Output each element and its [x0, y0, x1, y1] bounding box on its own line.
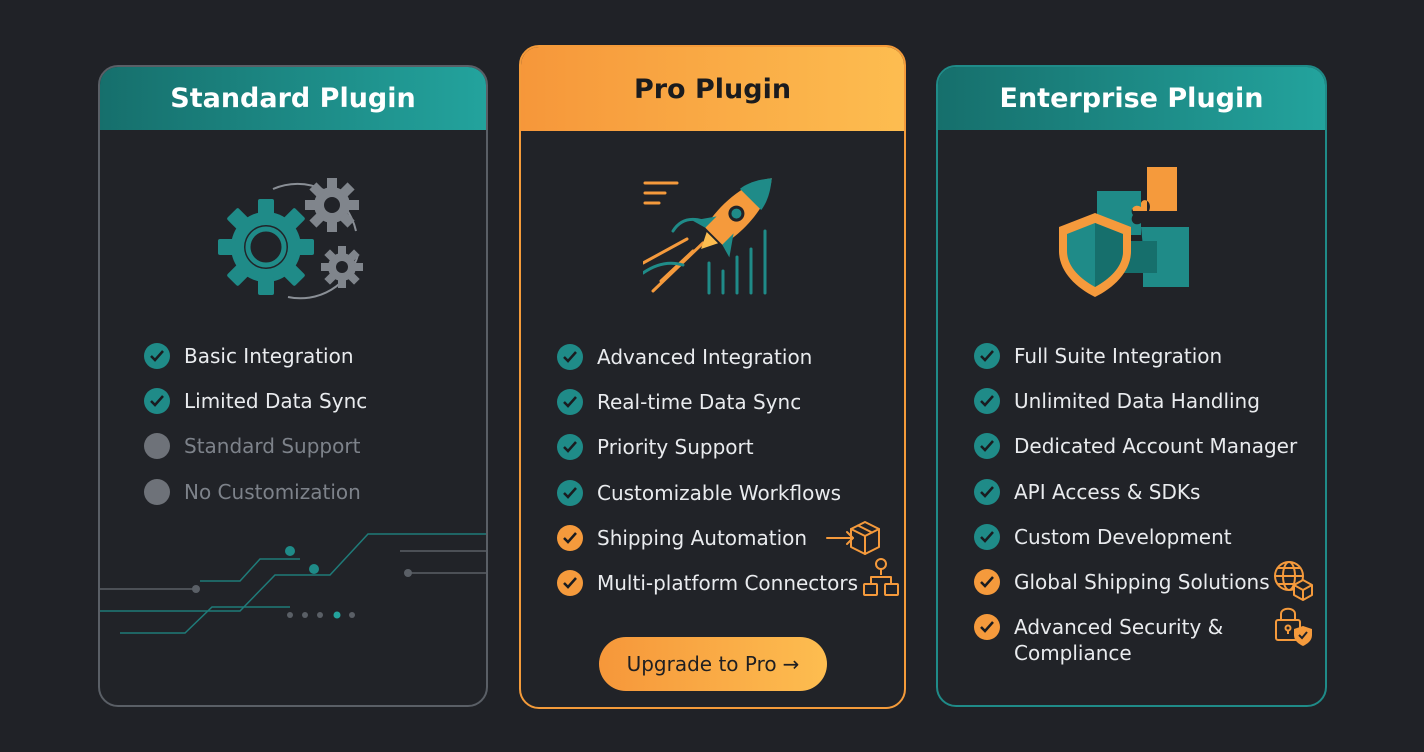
feature-item: Custom Development — [974, 523, 1309, 569]
upgrade-to-pro-button[interactable]: Upgrade to Pro → — [599, 637, 827, 691]
upgrade-button-label: Upgrade to Pro — [626, 652, 777, 676]
check-icon — [974, 388, 1000, 415]
feature-label: Global Shipping Solutions — [1014, 569, 1270, 594]
check-icon — [557, 434, 583, 461]
rocket-icon — [521, 163, 904, 303]
feature-item: Shipping Automation — [557, 520, 888, 570]
globe-package-icon — [1274, 560, 1313, 601]
standard-plan-title: Standard Plugin — [100, 67, 486, 130]
feature-item: Limited Data Sync — [144, 388, 470, 433]
lock-shield-icon — [1275, 607, 1312, 647]
feature-label: Unlimited Data Handling — [1014, 389, 1260, 414]
package-arrow-icon — [826, 520, 880, 555]
feature-label: No Customization — [184, 479, 361, 504]
feature-label: Limited Data Sync — [184, 389, 368, 414]
feature-item: Advanced Integration — [557, 344, 888, 389]
circuit-decoration — [100, 533, 486, 634]
disabled-dot-icon — [144, 433, 170, 460]
feature-label: Dedicated Account Manager — [1014, 434, 1298, 459]
check-icon — [557, 344, 583, 370]
feature-item: Priority Support — [557, 434, 888, 479]
check-icon — [974, 343, 1000, 369]
feature-item: Multi-platform Connectors — [557, 557, 899, 615]
feature-label: Full Suite Integration — [1014, 344, 1223, 368]
feature-label: API Access & SDKs — [1014, 479, 1201, 504]
feature-item: Advanced Security & Compliance — [974, 607, 1312, 674]
disabled-dot-icon — [144, 478, 170, 505]
feature-item: Dedicated Account Manager — [974, 433, 1309, 478]
enterprise-plan-title: Enterprise Plugin — [938, 67, 1325, 130]
feature-label: Priority Support — [597, 435, 754, 460]
check-icon — [974, 478, 1000, 505]
network-nodes-icon — [863, 557, 899, 596]
pro-plan-title: Pro Plugin — [521, 47, 904, 131]
enterprise-plan-card: Enterprise Plugin Full Suite Integration… — [936, 65, 1327, 707]
standard-feature-list: Basic Integration Limited Data Sync Stan… — [144, 343, 470, 524]
check-icon — [144, 388, 170, 415]
feature-label: Real-time Data Sync — [597, 390, 802, 415]
check-icon — [557, 479, 583, 506]
check-icon — [974, 523, 1000, 550]
feature-label: Advanced Security & Compliance — [1014, 614, 1223, 666]
feature-label-line2: Compliance — [1014, 641, 1132, 666]
pro-plan-card: Pro Plugin — [519, 45, 906, 709]
feature-label: Custom Development — [1014, 524, 1232, 549]
feature-item: Real-time Data Sync — [557, 389, 888, 434]
standard-plan-card: Standard Plugin — [98, 65, 488, 707]
shield-puzzle-icon — [938, 163, 1325, 303]
feature-item: Standard Support — [144, 433, 470, 478]
feature-label: Shipping Automation — [597, 525, 808, 550]
feature-label: Standard Support — [184, 434, 361, 459]
feature-item: Unlimited Data Handling — [974, 388, 1309, 433]
check-icon — [144, 343, 170, 369]
check-icon — [974, 614, 1000, 641]
feature-item: No Customization — [144, 478, 470, 524]
feature-label: Multi-platform Connectors — [597, 570, 859, 595]
feature-item: Full Suite Integration — [974, 343, 1309, 388]
feature-label: Advanced Integration — [597, 345, 813, 369]
feature-item: API Access & SDKs — [974, 478, 1309, 524]
check-icon — [974, 568, 1000, 595]
feature-label: Customizable Workflows — [597, 480, 842, 505]
arrow-right-icon: → — [782, 652, 800, 676]
enterprise-feature-list: Full Suite Integration Unlimited Data Ha… — [974, 343, 1313, 674]
feature-label: Basic Integration — [184, 344, 354, 368]
gears-icon — [100, 175, 486, 305]
feature-item: Basic Integration — [144, 343, 470, 388]
check-icon — [557, 569, 583, 596]
feature-label-line1: Advanced Security & — [1014, 615, 1224, 640]
feature-item: Customizable Workflows — [557, 479, 888, 525]
check-icon — [557, 524, 583, 551]
pro-feature-list: Advanced Integration Real-time Data Sync… — [557, 344, 899, 615]
feature-item: Global Shipping Solutions — [974, 560, 1313, 614]
check-icon — [557, 389, 583, 416]
check-icon — [974, 433, 1000, 460]
